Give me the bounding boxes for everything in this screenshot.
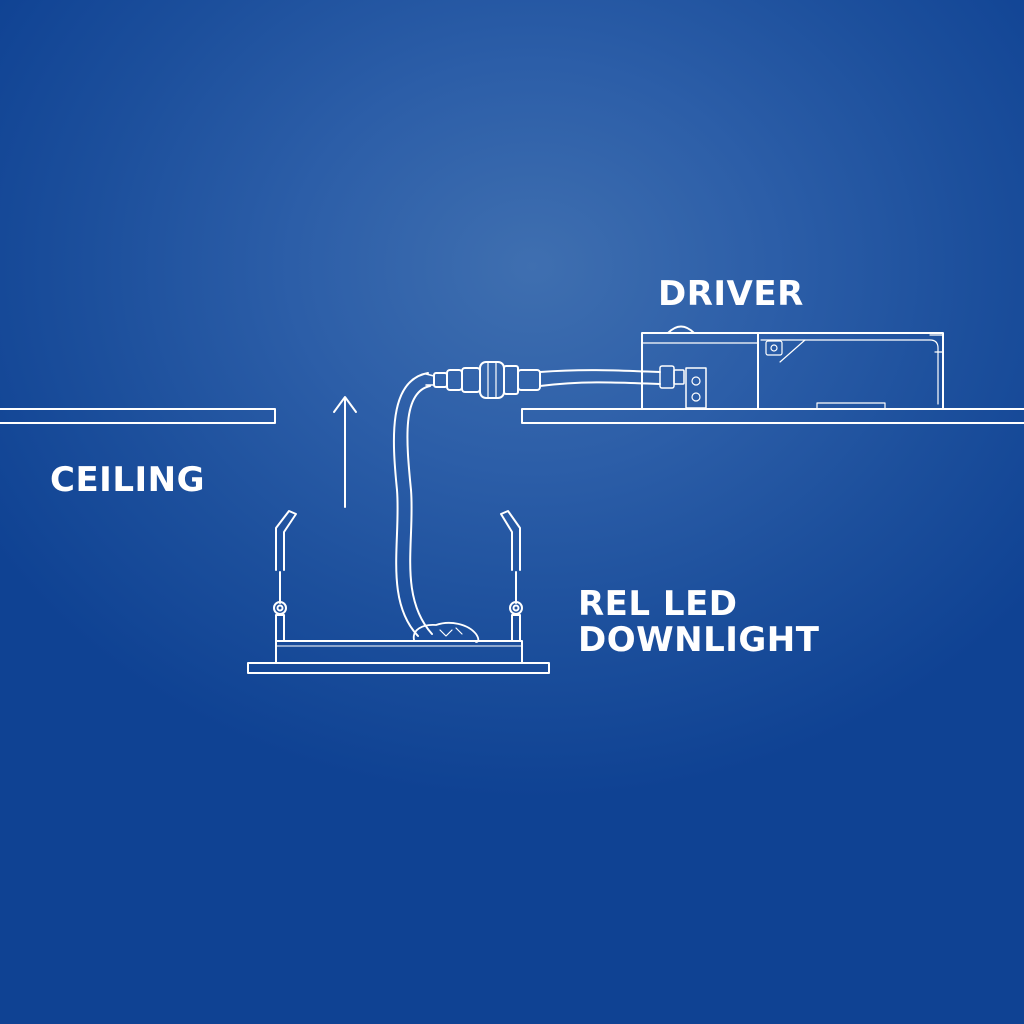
driver-box [641,325,944,410]
downlight-label: REL LED DOWNLIGHT [578,586,819,658]
downlight-fixture [247,640,550,674]
cable-connector [425,361,541,399]
ceiling-right-section [521,408,1024,424]
ceiling-left-section [0,408,276,424]
driver-label: DRIVER [658,274,804,314]
right-spring-clip [500,510,523,642]
fixture-cable [392,372,480,643]
ceiling-label: CEILING [50,460,206,500]
left-spring-clip [273,510,297,642]
downlight-label-line1: REL LED [578,584,738,624]
arrow-up-icon [333,396,357,508]
downlight-label-line2: DOWNLIGHT [578,620,820,660]
driver-cable [539,369,661,387]
